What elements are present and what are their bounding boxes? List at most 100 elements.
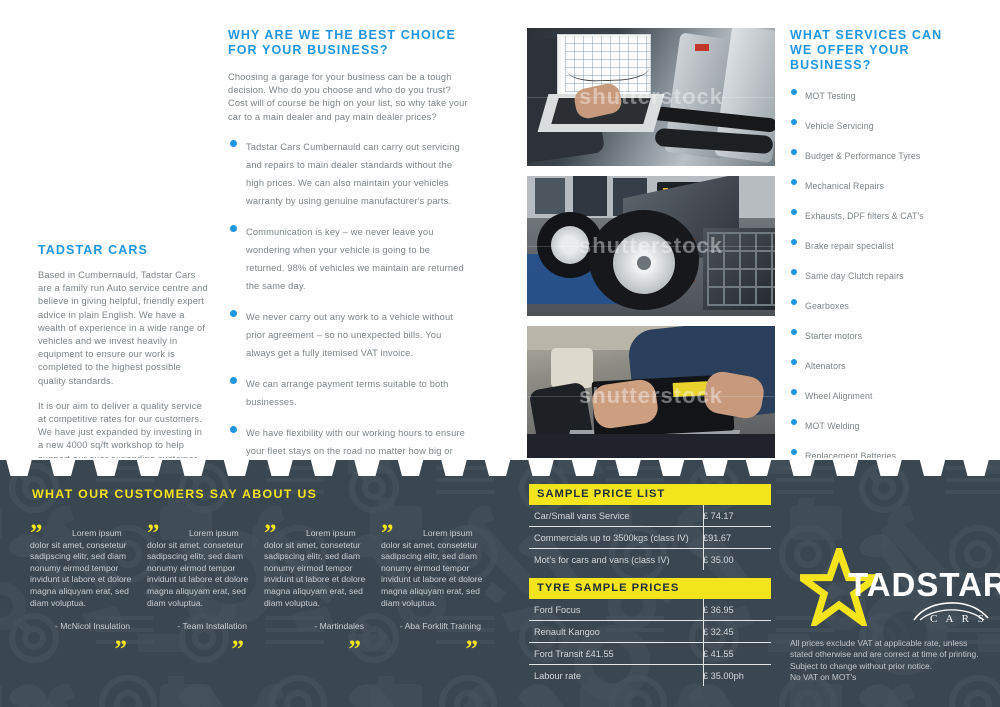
quote-close-icon: ” [231, 636, 244, 664]
bullet-dot-icon [791, 359, 797, 365]
column-divider [703, 599, 704, 620]
price-item-name: Mot's for cars and vans (class IV) [534, 554, 670, 565]
bullet-dot-icon [791, 119, 797, 125]
service-label: Wheel Alignment [805, 391, 873, 401]
column-divider [703, 549, 704, 570]
quote-close-icon: ” [465, 636, 478, 664]
tyre-price-list-table: TYRE SAMPLE PRICES Ford Focus £ 36.95 Re… [529, 578, 771, 686]
why-bullet-text: Communication is key – we never leave yo… [246, 226, 464, 291]
why-bullet-text: We can arrange payment terms suitable to… [246, 378, 449, 407]
service-label: Same day Clutch repairs [805, 271, 904, 281]
services-list: MOT Testing Vehicle Servicing Budget & P… [790, 86, 966, 494]
bullet-dot-icon [230, 309, 237, 317]
bullet-dot-icon [230, 224, 237, 232]
bullet-dot-icon [230, 139, 237, 147]
bullet-dot-icon [791, 209, 797, 215]
service-label: Budget & Performance Tyres [805, 151, 921, 161]
bullet-dot-icon [791, 269, 797, 275]
testimonial-author: - Team Installation [177, 621, 247, 632]
why-bullet-item: Communication is key – we never leave yo… [228, 222, 471, 294]
bullet-dot-icon [791, 419, 797, 425]
logo-car-swoosh-icon: C A R S [913, 602, 989, 624]
price-item-value: £ 74.17 [703, 510, 734, 521]
testimonials-list: ” Lorem ipsum dolor sit amet, consetetur… [30, 520, 500, 662]
service-label: Altenators [805, 361, 846, 371]
table-row: Commercials up to 3500kgs (class IV) £91… [529, 527, 771, 549]
price-item-name: Renault Kangoo [534, 626, 600, 637]
quote-open-icon: ” [381, 520, 393, 547]
tool-pattern-overlay [182, 530, 947, 701]
service-label: Replacement Batteries [805, 451, 897, 461]
testimonial-author: - Aba Forklift Training [399, 621, 481, 632]
bottom-dark-section [0, 458, 1000, 707]
service-item: MOT Welding [790, 416, 966, 434]
tyre-price-list-title: TYRE SAMPLE PRICES [529, 578, 771, 599]
price-item-value: £ 41.55 [703, 648, 734, 659]
quote-open-icon: ” [264, 520, 276, 547]
price-item-name: Labour rate [534, 670, 581, 681]
table-row: Renault Kangoo £ 32.45 [529, 621, 771, 643]
testimonial-author: - Martindales [314, 621, 364, 632]
sawtooth-divider [0, 458, 1000, 480]
price-item-value: £ 35.00ph [703, 670, 744, 681]
logo-wordmark: TADSTAR [848, 566, 1000, 603]
sample-price-list-title: SAMPLE PRICE LIST [529, 484, 771, 505]
services-heading: WHAT SERVICES CAN WE OFFER YOUR BUSINESS… [790, 28, 943, 72]
service-item: Replacement Batteries [790, 446, 966, 464]
star-icon [800, 548, 878, 626]
price-item-name: Ford Focus [534, 604, 581, 615]
bullet-dot-icon [791, 149, 797, 155]
photo-detail [573, 176, 607, 216]
bullet-dot-icon [791, 89, 797, 95]
service-item: Altenators [790, 356, 966, 374]
price-item-name: Car/Small vans Service [534, 510, 630, 521]
service-label: Exhausts, DPF filters & CAT's [805, 211, 924, 221]
watermark-line [527, 246, 775, 247]
table-row: Ford Focus £ 36.95 [529, 599, 771, 621]
testimonials-heading: WHAT OUR CUSTOMERS SAY ABOUT US [32, 487, 318, 501]
table-row: Ford Transit £41.55 £ 41.55 [529, 643, 771, 665]
why-bullet-item: We never carry out any work to a vehicle… [228, 307, 471, 361]
quote-open-icon: ” [30, 520, 42, 547]
price-item-value: £ 36.95 [703, 604, 734, 615]
service-item: Starter motors [790, 326, 966, 344]
service-label: MOT Testing [805, 91, 856, 101]
tadstar-logo: TADSTAR C A R S [800, 548, 1000, 626]
service-label: MOT Welding [805, 421, 860, 431]
service-item: Mechanical Repairs [790, 176, 966, 194]
price-item-name: Ford Transit £41.55 [534, 648, 614, 659]
quote-close-icon: ” [348, 636, 361, 664]
testimonial-item: ” Lorem ipsum dolor sit amet, consetetur… [30, 520, 134, 662]
service-item: Same day Clutch repairs [790, 266, 966, 284]
testimonial-item: ” Lorem ipsum dolor sit amet, consetetur… [264, 520, 368, 662]
photo-battery-fitting: shutterstock [527, 326, 775, 466]
watermark-line [527, 97, 775, 98]
service-item: Brake repair specialist [790, 236, 966, 254]
bullet-dot-icon [791, 449, 797, 455]
photo-wheel-alignment: shutterstock [527, 176, 775, 316]
price-item-value: £ 32.45 [703, 626, 734, 637]
service-item: Exhausts, DPF filters & CAT's [790, 206, 966, 224]
photo-gallery: shutterstock shutterstoc [527, 28, 775, 466]
photo-detail [551, 226, 589, 264]
why-bullet-text: We never carry out any work to a vehicle… [246, 311, 454, 358]
quote-close-icon: ” [114, 636, 127, 664]
column-divider [703, 621, 704, 642]
testimonial-author: - McNicol Insulation [55, 621, 130, 632]
service-item: Gearboxes [790, 296, 966, 314]
testimonial-text: Lorem ipsum dolor sit amet, consetetur s… [147, 528, 249, 608]
sample-price-list-table: SAMPLE PRICE LIST Car/Small vans Service… [529, 484, 771, 570]
watermark-line [527, 396, 775, 397]
tool-pattern-background [0, 458, 1000, 707]
price-item-name: Commercials up to 3500kgs (class IV) [534, 532, 689, 543]
laptop-screen [557, 34, 651, 98]
table-row: Labour rate £ 35.00ph [529, 665, 771, 686]
column-divider [703, 505, 704, 526]
service-label: Brake repair specialist [805, 241, 894, 251]
testimonial-text: Lorem ipsum dolor sit amet, consetetur s… [381, 528, 483, 608]
bullet-dot-icon [230, 376, 237, 384]
price-item-value: £91.67 [703, 532, 732, 543]
testimonial-item: ” Lorem ipsum dolor sit amet, consetetur… [381, 520, 485, 662]
column-divider [703, 643, 704, 664]
bullet-dot-icon [791, 329, 797, 335]
